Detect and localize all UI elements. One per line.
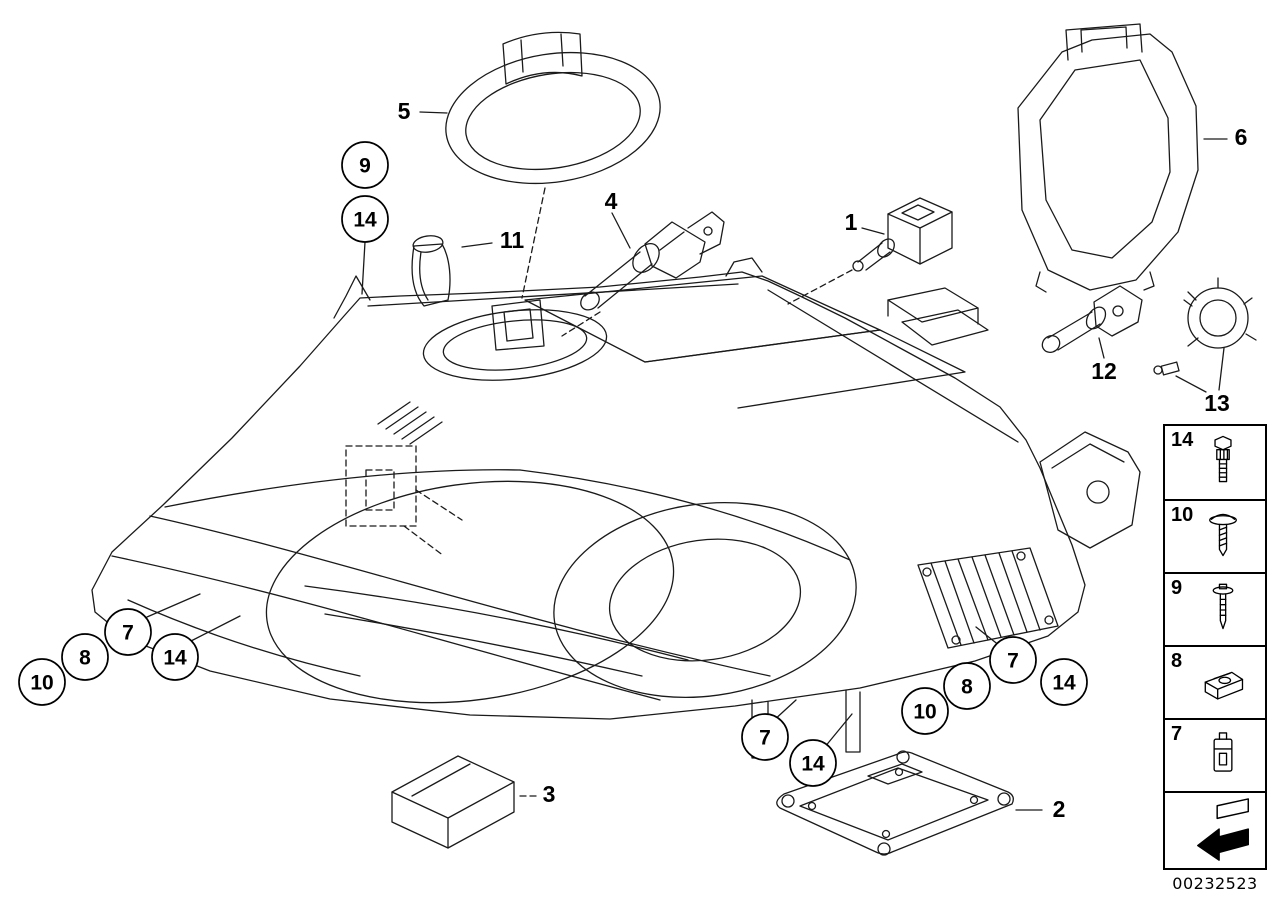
direction-arrow-icon — [1197, 797, 1249, 861]
callout-circle-14[interactable]: 14 — [341, 195, 389, 243]
legend-row-8[interactable]: 8 — [1165, 645, 1265, 718]
screw-with-washer-icon — [1209, 513, 1237, 556]
leader-lines — [146, 111, 1228, 811]
callout-circle-14[interactable]: 14 — [789, 739, 837, 787]
turn-signal-bulb — [1041, 285, 1143, 353]
callout-circle-8[interactable]: 8 — [61, 633, 109, 681]
legend-row-9[interactable]: 9 — [1165, 572, 1265, 645]
svg-text:8: 8 — [79, 647, 91, 670]
plain-callouts: 5 11 4 1 6 12 13 3 2 — [398, 98, 1248, 822]
diagram-number: 00232523 — [1172, 874, 1258, 893]
headlight-housing — [91, 257, 1141, 759]
callout-label-5[interactable]: 5 — [398, 98, 411, 124]
headlight-cover-cap — [1017, 23, 1199, 293]
xenon-bulb-with-igniter — [787, 197, 953, 305]
rubber-grommet-cap — [411, 235, 451, 307]
callout-circle-14[interactable]: 14 — [151, 633, 199, 681]
self-tapping-screw-icon — [1212, 583, 1234, 629]
halogen-bulb — [561, 211, 725, 337]
svg-text:9: 9 — [359, 155, 371, 178]
adjusting-screw-icon — [1214, 435, 1232, 482]
callout-circle-8[interactable]: 8 — [943, 662, 991, 710]
legend-row-7[interactable]: 7 — [1165, 718, 1265, 791]
callout-label-6[interactable]: 6 — [1235, 124, 1248, 150]
svg-text:7: 7 — [759, 727, 771, 750]
retaining-clip-icon — [1213, 731, 1233, 772]
legend-number: 8 — [1171, 650, 1183, 672]
legend-row-14[interactable]: 14 — [1165, 426, 1265, 499]
xenon-control-unit — [776, 750, 1014, 856]
legend-number: 7 — [1171, 723, 1183, 745]
svg-text:14: 14 — [163, 647, 187, 670]
callout-circle-10[interactable]: 10 — [18, 658, 66, 706]
bulb-socket — [1153, 277, 1257, 393]
callout-label-12[interactable]: 12 — [1091, 358, 1117, 384]
callout-circle-10[interactable]: 10 — [901, 687, 949, 735]
headlight-gasket-ring — [445, 31, 661, 299]
callout-label-3[interactable]: 3 — [543, 781, 556, 807]
callout-circle-7[interactable]: 7 — [989, 636, 1037, 684]
sheet-metal-nut-icon — [1204, 671, 1244, 700]
legend-number: 10 — [1171, 504, 1194, 526]
callout-circle-7[interactable]: 7 — [741, 713, 789, 761]
svg-text:14: 14 — [353, 209, 377, 232]
svg-text:14: 14 — [1052, 672, 1076, 695]
callout-label-4[interactable]: 4 — [605, 188, 618, 214]
svg-text:7: 7 — [1007, 650, 1019, 673]
legend-number: 9 — [1171, 577, 1183, 599]
svg-text:7: 7 — [122, 622, 134, 645]
legend-row-arrow[interactable] — [1165, 791, 1265, 868]
callout-label-1[interactable]: 1 — [845, 209, 858, 235]
callout-label-2[interactable]: 2 — [1053, 796, 1066, 822]
svg-text:8: 8 — [961, 676, 973, 699]
svg-text:10: 10 — [30, 672, 53, 695]
legend-row-10[interactable]: 10 — [1165, 499, 1265, 572]
repair-kit-box — [391, 755, 515, 849]
callout-circle-14[interactable]: 14 — [1040, 658, 1088, 706]
callout-circle-7[interactable]: 7 — [104, 608, 152, 656]
callout-label-13[interactable]: 13 — [1204, 390, 1230, 416]
callout-circle-9[interactable]: 9 — [341, 141, 389, 189]
svg-text:14: 14 — [801, 753, 825, 776]
svg-text:10: 10 — [913, 701, 936, 724]
callout-label-11[interactable]: 11 — [500, 227, 525, 253]
circled-callouts: 9 14 7 8 10 14 — [18, 141, 1088, 787]
legend-number: 14 — [1171, 429, 1194, 451]
fastener-legend: 14 10 9 — [1163, 424, 1267, 870]
